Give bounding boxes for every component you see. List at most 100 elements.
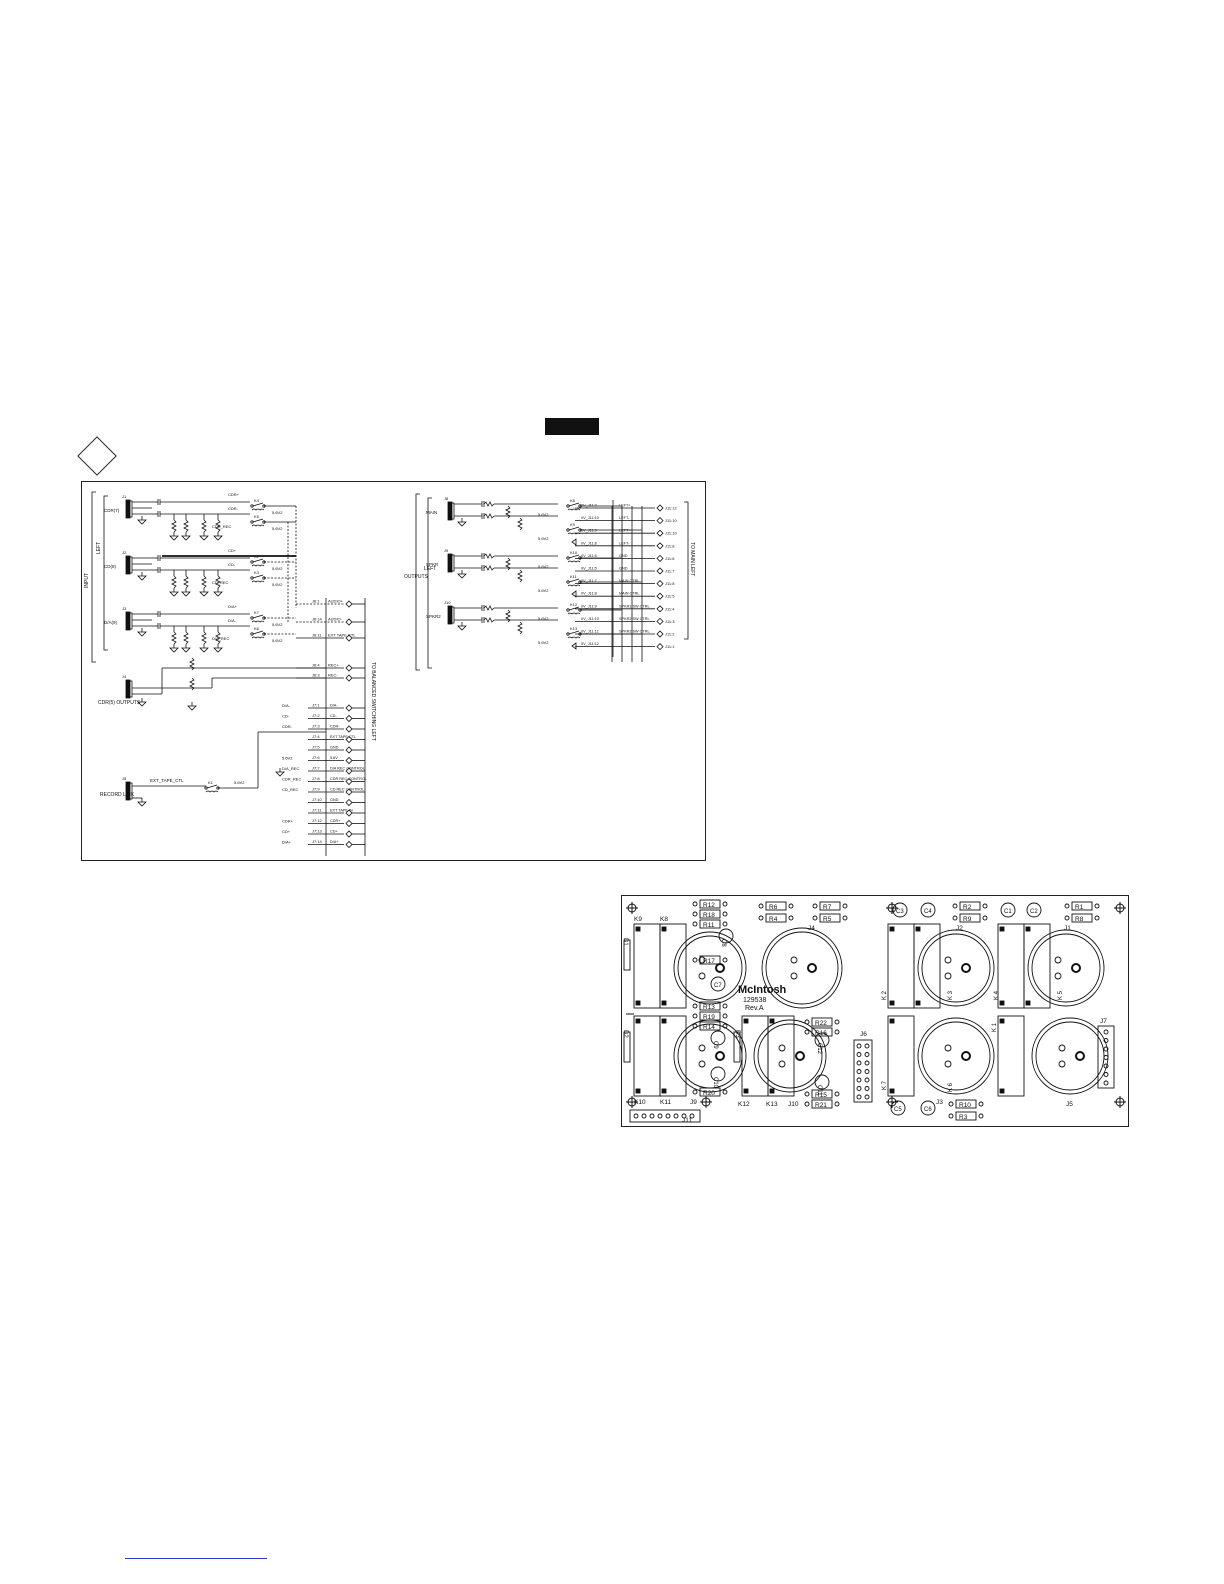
relay-coil bbox=[251, 580, 265, 583]
ground-symbol bbox=[137, 631, 147, 637]
j7-label: CD- bbox=[330, 714, 337, 718]
ground-symbol bbox=[213, 647, 223, 653]
relay-contact bbox=[250, 520, 254, 524]
pad-square bbox=[999, 926, 1005, 932]
header-j11 bbox=[629, 1109, 701, 1123]
j11-net: 0V_J11:10 bbox=[581, 617, 599, 621]
j11-net: 0V_J11:2 bbox=[581, 504, 597, 508]
pad-square bbox=[635, 1000, 641, 1006]
record-jack-j5-shell bbox=[129, 782, 133, 800]
pcb-label-c1: C1 bbox=[1004, 909, 1012, 915]
net-label-plus: CDR+ bbox=[228, 492, 240, 497]
j11-pin: J11:6 bbox=[665, 556, 675, 561]
supply-label: 5.6V2 bbox=[234, 780, 245, 785]
header-j6 bbox=[853, 1039, 873, 1103]
j11-diamond bbox=[656, 643, 664, 651]
j11-net: 0V_J11:12 bbox=[581, 642, 599, 646]
j11-diamond bbox=[656, 617, 664, 625]
pad bbox=[982, 915, 988, 921]
relay-arm bbox=[568, 630, 580, 635]
j7-diamond bbox=[345, 746, 353, 754]
xlr-pin bbox=[778, 1060, 786, 1068]
resistor bbox=[505, 557, 511, 571]
j11-pin: J11:12 bbox=[665, 506, 677, 511]
pcb-label-k7: K 7 bbox=[882, 1080, 888, 1090]
resistor bbox=[517, 621, 523, 635]
pcb-label-k13: K13 bbox=[766, 1101, 778, 1108]
resistor bbox=[189, 677, 195, 691]
pad-square bbox=[999, 1018, 1005, 1024]
pad bbox=[692, 911, 698, 917]
ground-symbol bbox=[457, 521, 467, 527]
pcb-label-r21: R21 bbox=[815, 1102, 827, 1109]
pcb-label-k6: K 6 bbox=[948, 1082, 954, 1092]
j7-diamond bbox=[345, 798, 353, 807]
j7-diamond bbox=[345, 725, 353, 733]
xlr-pin bbox=[698, 956, 706, 964]
label-left-outputs: LEFT bbox=[424, 566, 436, 572]
resistor bbox=[201, 519, 207, 533]
pcb-label-c2: C2 bbox=[1030, 909, 1038, 915]
supply-label: 5.6V2 bbox=[272, 526, 283, 531]
resistor bbox=[483, 617, 495, 623]
pcb-label-j2: J2 bbox=[956, 925, 963, 932]
relay-arm bbox=[252, 558, 264, 563]
j11-net: 0V_J11:8 bbox=[581, 592, 597, 596]
header-pin bbox=[856, 1069, 862, 1074]
relay-footprint bbox=[659, 923, 687, 1009]
pcb-label-c5: C5 bbox=[894, 1107, 902, 1113]
header-pin bbox=[649, 1113, 655, 1119]
ground-symbol bbox=[187, 705, 197, 711]
relay-ref: K11 bbox=[570, 574, 578, 579]
pad bbox=[788, 903, 794, 909]
label-record: RECORD LINK bbox=[100, 792, 135, 798]
j11-diamond bbox=[656, 517, 664, 525]
pcb-label-k5: K 5 bbox=[1058, 990, 1064, 1000]
header-pin bbox=[864, 1043, 870, 1049]
supply-label: 5.6V2 bbox=[538, 512, 549, 517]
j7-label: CD REC CONTROL bbox=[330, 788, 364, 792]
j7-pin: J7:2 bbox=[312, 713, 320, 718]
jack-ref: J4 bbox=[122, 674, 127, 679]
pcb-label-r22: R22 bbox=[815, 1020, 827, 1027]
pad bbox=[722, 1003, 728, 1009]
capacitor bbox=[1000, 902, 1016, 918]
relay-contact bbox=[250, 632, 254, 636]
j6-pin: J6:11 bbox=[312, 633, 322, 638]
ground-symbol bbox=[199, 535, 209, 541]
pad-square bbox=[743, 1088, 749, 1094]
xlr-shell bbox=[1031, 1017, 1109, 1095]
resistor bbox=[189, 657, 195, 671]
pad-square bbox=[635, 1088, 641, 1094]
j7-pin: J7:3 bbox=[312, 724, 320, 729]
j11-pin: J11:7 bbox=[665, 569, 675, 574]
pcb-label-j3: J3 bbox=[936, 1099, 943, 1106]
relay-ref: K12 bbox=[570, 602, 578, 607]
resistor bbox=[517, 569, 523, 583]
label-to-main-left: TO MAIN LEFT bbox=[689, 542, 695, 576]
pcb-label-d2: D2 bbox=[622, 1030, 628, 1038]
j7-pin: J7:11 bbox=[312, 808, 322, 813]
relay-footprint bbox=[887, 923, 915, 1009]
pcb-label-c11: C11 bbox=[816, 1085, 822, 1096]
relay-arm bbox=[252, 630, 264, 635]
j11-diamond bbox=[656, 567, 664, 575]
pcb-label-j6: J6 bbox=[860, 1031, 867, 1038]
pcb-label-c6: C6 bbox=[924, 1107, 932, 1113]
net-label-rec: D/A_REC bbox=[212, 636, 229, 641]
pad bbox=[692, 1003, 698, 1009]
j11-pin: J11:2 bbox=[665, 632, 675, 637]
relay-footprint bbox=[997, 1015, 1025, 1097]
j7-pin: J7:1 bbox=[312, 703, 320, 708]
header-pin bbox=[864, 1077, 870, 1083]
j7-pin: J7:14 bbox=[312, 839, 323, 844]
supply-label: 5.6V2 bbox=[538, 536, 549, 541]
j11-pin: J11:1 bbox=[665, 644, 675, 649]
resistor bbox=[171, 519, 177, 533]
pcb-label-k9: K9 bbox=[634, 916, 642, 923]
j7-label: D/A+ bbox=[330, 840, 339, 844]
relay-ref: K4 bbox=[254, 498, 260, 503]
label-outputs: OUTPUTS bbox=[404, 574, 429, 580]
output-jack-label: SPKR bbox=[426, 562, 439, 567]
